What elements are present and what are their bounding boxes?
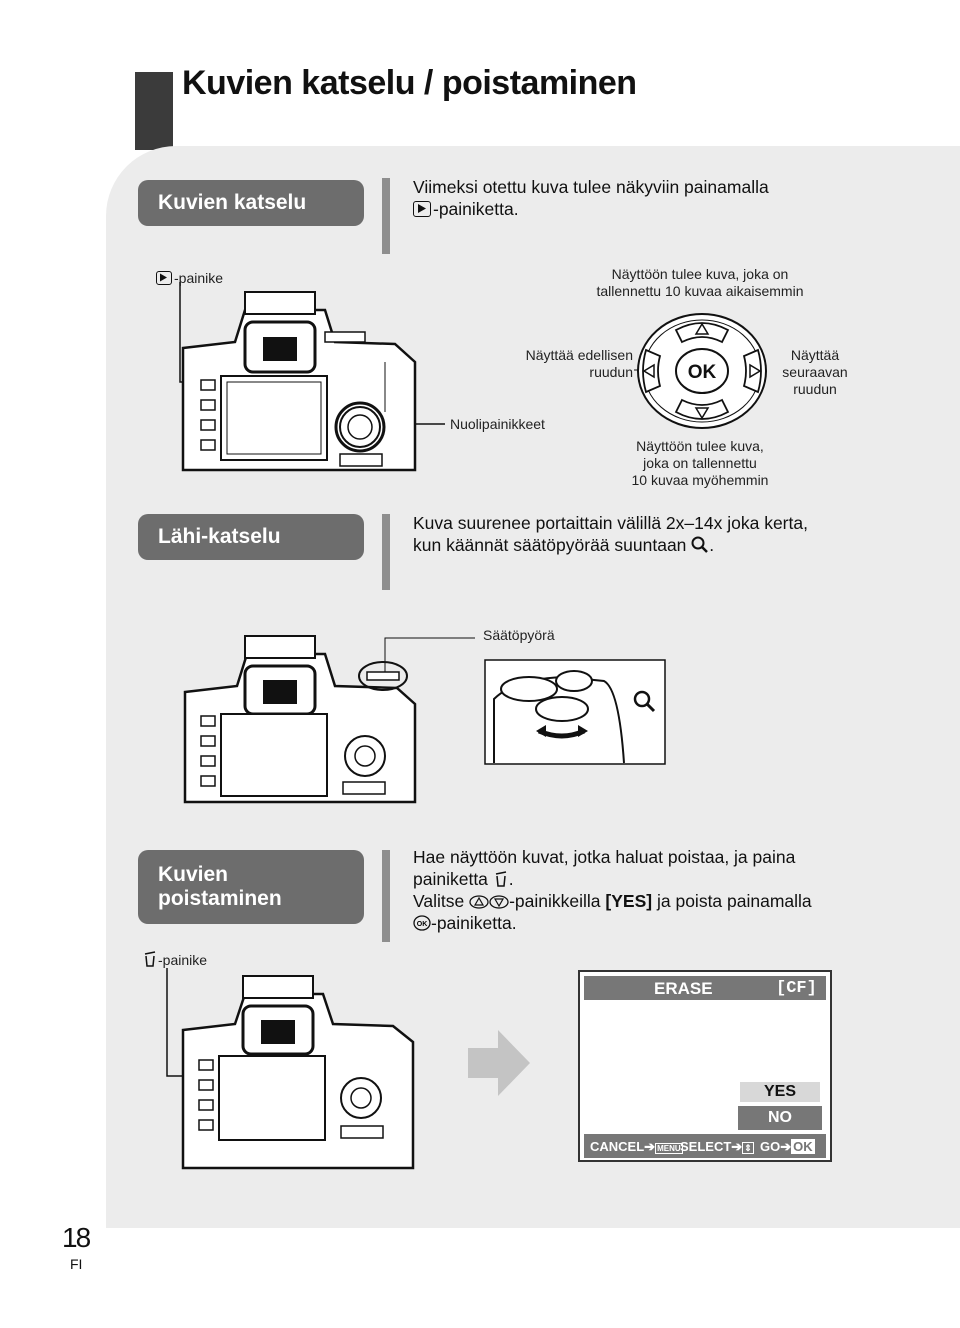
trash-icon — [142, 951, 158, 968]
section-divider — [382, 514, 390, 590]
erase-screen-header: ERASE [CF] — [584, 976, 826, 1000]
section2-text: Kuva suurenee portaittain välillä 2x–14x… — [413, 513, 808, 555]
cancel-hint: CANCEL➔MENU — [590, 1139, 683, 1154]
camera-back-erase-illustration — [166, 968, 415, 1170]
title-accent-bar — [135, 72, 173, 150]
magnify-icon — [691, 535, 709, 555]
option-yes[interactable]: YES — [738, 1080, 822, 1104]
option-no[interactable]: NO — [738, 1106, 822, 1130]
go-hint: GO➔OK — [760, 1139, 815, 1154]
dial-label: Säätöpyörä — [483, 627, 555, 643]
erase-screen: ERASE [CF] YES NO CANCEL➔MENU SELECT➔⇕ G… — [578, 970, 832, 1162]
card-indicator: [CF] — [776, 979, 817, 998]
section-divider — [382, 178, 390, 254]
select-hint: SELECT➔⇕ — [680, 1139, 754, 1154]
page-title: Kuvien katselu / poistaminen — [182, 64, 637, 102]
arrow-pad-label: Nuolipainikkeet — [450, 416, 545, 432]
section-divider — [382, 850, 390, 942]
callout-right: Näyttää seuraavan ruudun — [782, 347, 848, 397]
play-icon — [413, 201, 431, 217]
ok-button-icon: OK — [413, 913, 431, 933]
trash-icon — [493, 869, 509, 889]
camera-back-dial-illustration — [183, 635, 475, 804]
erase-button-label: -painike — [142, 950, 207, 969]
page-number: 18 — [62, 1222, 91, 1253]
up-arrow-button-icon — [469, 891, 489, 911]
arrow-right-icon — [468, 1030, 530, 1096]
erase-title: ERASE — [654, 979, 713, 998]
section3-text: Hae näyttöön kuvat, jotka haluat poistaa… — [413, 847, 812, 933]
section-label-lahi-katselu: Lähi-katselu — [138, 514, 364, 560]
callout-up: Näyttöön tulee kuva, joka on tallennettu… — [596, 266, 804, 299]
section-label-kuvien-katselu: Kuvien katselu — [138, 180, 364, 226]
ok-button-label: OK — [688, 362, 717, 383]
section1-text: Viimeksi otettu kuva tulee näkyviin pain… — [413, 177, 769, 219]
erase-screen-footer: CANCEL➔MENU SELECT➔⇕ GO➔OK — [584, 1134, 826, 1158]
callout-down: Näyttöön tulee kuva, joka on tallennettu… — [631, 438, 769, 488]
dial-closeup-illustration — [484, 659, 666, 765]
down-arrow-button-icon — [489, 891, 509, 911]
camera-back-illustration — [179, 282, 445, 472]
play-icon — [156, 271, 172, 285]
play-button-label: -painike — [156, 270, 223, 287]
page-language: FI — [70, 1256, 83, 1272]
callout-left: Näyttää edellisen ruudun — [525, 347, 633, 380]
section-label-kuvien-poistaminen: Kuvien poistaminen — [138, 850, 364, 924]
arrow-pad-illustration: OK — [634, 313, 767, 429]
svg-text:OK: OK — [417, 921, 428, 928]
